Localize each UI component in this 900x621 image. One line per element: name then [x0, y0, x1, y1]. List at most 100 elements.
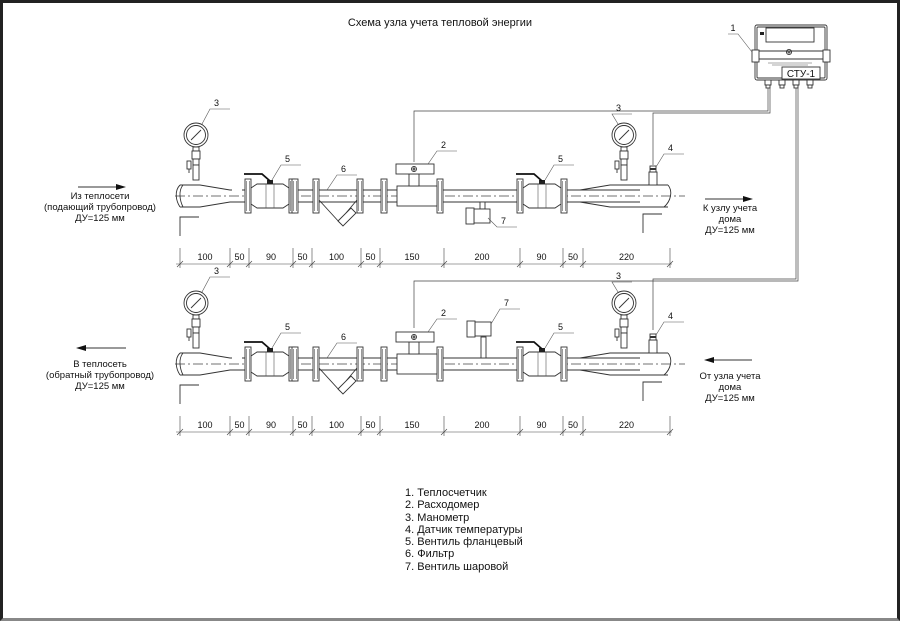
callout-label: 6	[341, 332, 346, 342]
flange	[312, 346, 320, 382]
caption-line: дома	[719, 214, 742, 225]
caption-line: (обратный трубопровод)	[46, 370, 154, 381]
heat-meter-device[interactable]: СТУ-1 1	[728, 23, 831, 89]
flowmeter-icon	[395, 163, 438, 207]
flanged-valve	[516, 341, 568, 382]
legend-item: 7. Вентиль шаровой	[405, 560, 509, 573]
caption-line: ДУ=125 мм	[705, 225, 755, 236]
flange	[560, 346, 568, 382]
meter-port-icon	[760, 32, 764, 35]
flange	[516, 178, 524, 214]
support-bracket	[642, 381, 662, 401]
flow-arrow-icon	[76, 345, 86, 351]
dimension-label: 50	[234, 252, 244, 262]
dimension-label: 90	[266, 252, 276, 262]
callout-label: 2	[441, 140, 446, 150]
legend-item: 3. Манометр	[405, 511, 470, 524]
support-bracket	[179, 384, 199, 404]
callout-label: 3	[214, 266, 219, 276]
legend: 1. Теплосчетчик 2. Расходомер 3. Маномет…	[405, 487, 523, 573]
flanged-valve	[244, 341, 296, 382]
dimension-label: 100	[329, 252, 344, 262]
valve-stem	[267, 348, 273, 352]
flow-arrow-icon	[704, 357, 714, 363]
legend-item: 6. Фильтр	[405, 548, 455, 561]
dimension-label: 150	[404, 252, 419, 262]
caption-line: К узлу учета	[703, 203, 758, 214]
callout-label: 3	[214, 98, 219, 108]
flanged-valve	[244, 173, 296, 214]
legend-item: 5. Вентиль фланцевый	[405, 536, 523, 549]
flanged-valve	[516, 173, 568, 214]
caption-line: (подающий трубопровод)	[44, 202, 156, 213]
meter-screw-icon	[785, 48, 793, 56]
flow-arrow-icon	[116, 184, 126, 190]
caption-line: В теплосеть	[73, 359, 127, 370]
flange	[312, 178, 320, 214]
caption-line: дома	[719, 382, 742, 393]
inlet-caption: Из теплосети(подающий трубопровод)ДУ=125…	[44, 191, 156, 224]
caption-line: ДУ=125 мм	[705, 393, 755, 404]
strainer-filter-icon	[318, 367, 358, 395]
temperature-sensor-icon	[648, 165, 658, 186]
caption-line: ДУ=125 мм	[75, 213, 125, 224]
support-bracket	[179, 216, 199, 236]
flowmeter-icon	[395, 331, 438, 375]
valve-stem	[267, 180, 273, 184]
pressure-gauge-icon	[611, 122, 637, 181]
dimension-label: 220	[619, 420, 634, 430]
support-bracket	[642, 213, 662, 233]
meter-clamp-left	[751, 49, 760, 63]
flange	[356, 346, 364, 382]
caption-line: От узла учета	[699, 371, 761, 382]
temperature-sensor-icon	[648, 333, 658, 354]
legend-item: 4. Датчик температуры	[405, 523, 523, 536]
pressure-gauge-icon	[611, 290, 637, 349]
flange	[436, 346, 444, 382]
dimension-label: 200	[474, 420, 489, 430]
valve-handle-icon	[244, 173, 271, 182]
dimension-label: 50	[568, 252, 578, 262]
dimension-label: 90	[536, 420, 546, 430]
dimension-label: 220	[619, 252, 634, 262]
dimension-label: 50	[297, 420, 307, 430]
signal-cables	[413, 88, 799, 330]
valve-stem	[539, 348, 545, 352]
dimension-label: 100	[197, 420, 212, 430]
callout-label: 4	[668, 143, 673, 153]
strainer-filter-icon	[318, 199, 358, 227]
ball-valve-icon	[465, 201, 491, 225]
meter-display	[765, 27, 815, 43]
diagram-title: Схема узла учета тепловой энергии	[348, 17, 532, 29]
dimension-label: 100	[329, 420, 344, 430]
callout-label: 7	[504, 298, 509, 308]
dimension-label: 50	[365, 252, 375, 262]
valve-handle-icon	[516, 341, 543, 350]
dimension-label: 90	[536, 252, 546, 262]
valve-handle-icon	[244, 341, 271, 350]
callout-label: 3	[616, 271, 621, 281]
flange	[380, 178, 388, 214]
cable-glands	[764, 79, 814, 89]
dimension-label: 150	[404, 420, 419, 430]
caption-line: ДУ=125 мм	[75, 381, 125, 392]
flange	[244, 346, 252, 382]
callout-label: 5	[558, 322, 563, 332]
dimension-label: 90	[266, 420, 276, 430]
caption-line: Из теплосети	[71, 191, 130, 202]
flange	[436, 178, 444, 214]
pressure-gauge-icon	[183, 290, 209, 349]
callout-label: 5	[558, 154, 563, 164]
flange	[516, 346, 524, 382]
callout-1: 1	[730, 23, 735, 33]
dimension-label: 50	[365, 420, 375, 430]
flange	[291, 178, 299, 214]
meter-label: СТУ-1	[787, 69, 816, 80]
callout-label: 3	[616, 103, 621, 113]
callout-label: 7	[501, 216, 506, 226]
flange	[560, 178, 568, 214]
